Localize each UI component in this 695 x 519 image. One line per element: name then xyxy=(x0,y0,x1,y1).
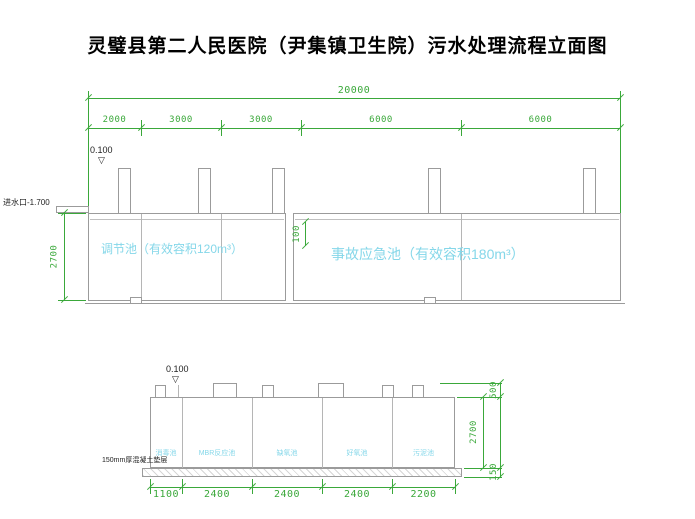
partition-wall xyxy=(221,214,222,300)
height-dim-line xyxy=(483,397,484,468)
sump-pit xyxy=(130,297,142,304)
extension-line xyxy=(58,300,86,301)
roof-slab-line xyxy=(295,219,619,220)
vent-stack xyxy=(272,168,285,214)
base-line xyxy=(85,303,625,304)
compartment-label: 缺氧池 xyxy=(276,450,298,457)
partition-wall xyxy=(392,398,393,468)
segment-dim-label: 3000 xyxy=(169,115,193,125)
tank-height-dim-label: 2700 xyxy=(469,420,479,444)
compartment-label: MBR反应池 xyxy=(198,450,236,457)
bottom-dim-label: 2400 xyxy=(343,489,371,500)
vent-stack xyxy=(583,168,596,214)
segment-dim-label: 6000 xyxy=(528,115,553,125)
extension-line xyxy=(88,91,89,213)
roof-slab-line xyxy=(90,219,284,220)
segment-dim-label: 6000 xyxy=(369,115,393,125)
partition-wall xyxy=(461,214,462,300)
bottom-dim-line xyxy=(150,487,455,488)
segment-dim-label: 2000 xyxy=(102,115,127,125)
total-dim-line xyxy=(88,98,620,99)
drawing-title: 灵璧县第二人民医院（尹集镇卫生院）污水处理流程立面图 xyxy=(87,36,608,57)
extension-line xyxy=(620,91,621,213)
partition-wall xyxy=(322,398,323,468)
process-tank xyxy=(150,397,455,468)
vent-stack xyxy=(428,168,441,214)
slab-dim-label: 100 xyxy=(292,225,302,243)
roof-box xyxy=(213,383,237,398)
level-value: 0.100 xyxy=(90,145,113,155)
compartment-label: 污泥池 xyxy=(413,450,434,457)
roof-box xyxy=(318,383,344,398)
bottom-dim-label: 1100 xyxy=(152,489,180,500)
segment-dim-line xyxy=(88,128,620,129)
extension-line xyxy=(457,397,502,398)
total-dim-label: 20000 xyxy=(337,85,371,96)
inlet-label: 进水口-1.700 xyxy=(3,198,50,207)
level-symbol-icon: ▽ xyxy=(172,374,179,384)
slab-dim-line xyxy=(305,222,306,246)
extension-line xyxy=(440,383,502,384)
partition-wall xyxy=(252,398,253,468)
level-value: 0.100 xyxy=(166,364,189,374)
inlet-pipe xyxy=(56,206,89,213)
extension-line xyxy=(464,477,502,478)
partition-wall xyxy=(141,214,142,300)
bottom-dim-label: 2200 xyxy=(410,489,437,500)
slab-height-dim-label: 150 xyxy=(489,463,499,481)
vent-stack xyxy=(198,168,211,214)
outer-dim-line xyxy=(500,383,501,478)
height-dim-line xyxy=(64,213,65,300)
regulating-tank-label: 调节池（有效容积120m³） xyxy=(101,242,244,256)
sump-pit xyxy=(424,297,436,304)
compartment-label: 好氧池 xyxy=(346,450,368,457)
height-dim-label: 2700 xyxy=(49,244,60,269)
leader-line xyxy=(178,385,179,397)
compartment-label: 消毒池 xyxy=(155,450,177,457)
roof-height-dim-label: 500 xyxy=(489,381,499,399)
regulating-tank xyxy=(88,213,286,301)
bottom-dim-label: 2400 xyxy=(203,489,231,500)
vent-stack xyxy=(118,168,131,214)
base-note: 150mm厚混凝土垫层 xyxy=(102,457,168,464)
emergency-tank-label: 事故应急池（有效容积180m³） xyxy=(331,246,525,262)
bottom-dim-label: 2400 xyxy=(273,489,301,500)
partition-wall xyxy=(182,398,183,468)
concrete-base-slab xyxy=(142,468,462,477)
emergency-tank xyxy=(293,213,621,301)
extension-line xyxy=(58,213,86,214)
level-symbol-icon: ▽ xyxy=(98,155,105,165)
segment-dim-label: 3000 xyxy=(249,115,273,125)
